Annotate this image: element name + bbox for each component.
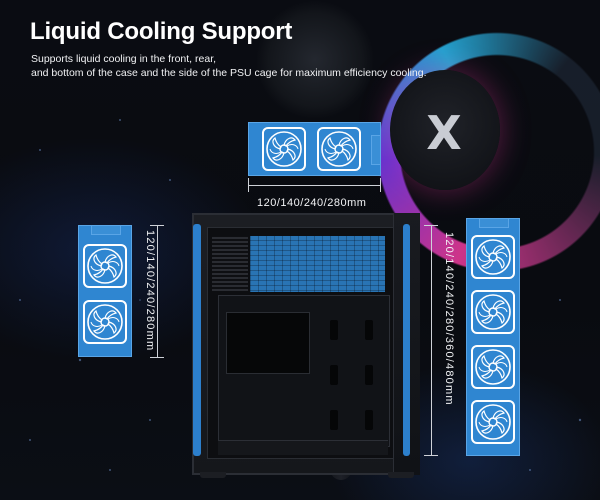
cable-grommet	[330, 410, 338, 430]
top-radiator	[248, 122, 381, 176]
radiator-tank	[371, 135, 381, 165]
side-radiator-size: 120/140/240/280mm	[144, 230, 156, 352]
measure-line	[157, 225, 158, 357]
radiator-tank	[479, 218, 509, 228]
case-foot	[200, 472, 226, 478]
cable-grommet	[365, 410, 373, 430]
cable-grommet	[330, 365, 338, 385]
measure-tick	[424, 455, 438, 456]
cpu-cutout	[226, 312, 310, 374]
description-line-2: and bottom of the case and the side of t…	[31, 67, 427, 79]
measure-tick	[150, 357, 164, 358]
background-fan	[255, 0, 375, 120]
fan-icon	[471, 290, 515, 334]
fan-icon	[471, 235, 515, 279]
fan-icon	[262, 127, 306, 171]
fan-icon	[471, 345, 515, 389]
measure-line	[248, 185, 381, 186]
case-accent-strip	[193, 224, 201, 456]
aio-pump	[390, 70, 500, 190]
page-description: Supports liquid cooling in the front, re…	[31, 52, 451, 80]
front-radiator	[466, 218, 520, 456]
top-radiator-placement	[250, 236, 385, 292]
rear-vent	[212, 236, 248, 291]
description-line-1: Supports liquid cooling in the front, re…	[31, 53, 217, 65]
cable-grommet	[365, 320, 373, 340]
cable-grommet	[365, 365, 373, 385]
brand-logo: X	[426, 106, 462, 160]
fan-icon	[471, 400, 515, 444]
top-radiator-size: 120/140/240/280mm	[257, 197, 367, 209]
fan-icon	[83, 244, 127, 288]
measure-line	[431, 225, 432, 455]
psu-shroud	[218, 440, 388, 455]
front-radiator-size: 120/140/240/280/360/480mm	[443, 232, 455, 406]
page-title: Liquid Cooling Support	[30, 18, 293, 45]
side-radiator	[78, 225, 132, 357]
fan-icon	[83, 300, 127, 344]
case-accent-strip	[403, 224, 410, 456]
case-foot	[388, 472, 414, 478]
radiator-tank	[91, 225, 121, 235]
cable-grommet	[330, 320, 338, 340]
fan-icon	[317, 127, 361, 171]
